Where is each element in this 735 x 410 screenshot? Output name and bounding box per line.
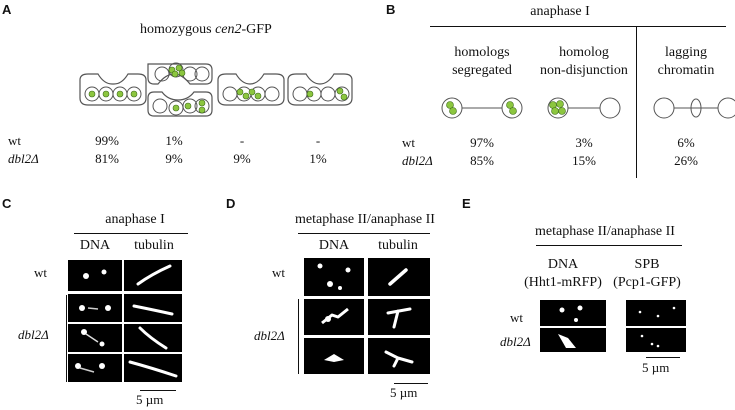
panel-a-mut-value: 81% (95, 151, 119, 166)
panel-b-mut-value: 26% (674, 153, 698, 168)
panel-b-header: anaphase I (530, 4, 590, 19)
panel-c-scale-bar (140, 390, 176, 391)
panel-a-wt-value: - (315, 133, 321, 148)
panel-a-label: A (2, 2, 12, 17)
panel-c-header-rule (74, 233, 188, 234)
micrograph-dna-mut (304, 299, 364, 335)
panel-a-row-wt-label: wt (8, 133, 21, 148)
micrograph-dna-mut (304, 338, 364, 374)
panel-d-header-rule (298, 233, 430, 234)
ascus-outline (147, 91, 213, 117)
micrograph-tubulin-mut (124, 294, 182, 322)
micrograph-dna-wt (68, 260, 122, 291)
panel-b-wt-value: 6% (677, 135, 695, 150)
panel-a-wt-value: 99% (95, 133, 119, 148)
ascus-outline (217, 73, 285, 106)
panel-e-header-rule (536, 245, 682, 246)
panel-e-scale-bar (646, 357, 680, 358)
micrograph-dna-wt (540, 300, 606, 326)
micrograph-dna-wt (304, 258, 364, 296)
panel-d-header: metaphase II/anaphase II (295, 212, 435, 227)
panel-e-row-wt: wt (510, 310, 523, 325)
panel-b-header-rule (430, 26, 726, 27)
panel-b-spindle-diagrams (441, 97, 735, 119)
panel-c-col2: tubulin (134, 238, 174, 253)
micrograph-tubulin-mut (124, 324, 182, 352)
panel-d-group-bracket (298, 299, 299, 374)
panel-d-row-wt: wt (272, 265, 285, 280)
panel-a-mut-value: 9% (233, 151, 251, 166)
panel-e-col1: DNA(Hht1-mRFP) (524, 257, 602, 290)
panel-d-scale-bar (394, 383, 428, 384)
panel-a-row-mut-label: dbl2Δ (8, 151, 39, 166)
panel-c-scale-label: 5 µm (136, 392, 164, 407)
panel-e-header: metaphase II/anaphase II (535, 224, 675, 239)
panel-c-row-wt: wt (34, 265, 47, 280)
micrograph-tubulin-wt (124, 260, 182, 291)
micrograph-tubulin-mut (124, 354, 182, 382)
micrograph-spb-mut (626, 328, 686, 352)
panel-b-mut-value: 85% (470, 153, 494, 168)
panel-c-group-bracket (66, 295, 67, 382)
micrograph-dna-mut (68, 324, 122, 352)
panel-a-title: homozygous cen2-GFP (140, 22, 272, 37)
micrograph-tubulin-wt (368, 258, 430, 296)
panel-d-col1: DNA (318, 238, 350, 253)
panel-a-mut-value: 1% (309, 151, 327, 166)
panel-e-col2: SPB(Pcp1-GFP) (613, 257, 681, 290)
panel-c-header: anaphase I (105, 212, 165, 227)
panel-d-label: D (226, 196, 236, 211)
panel-b-wt-value: 97% (470, 135, 494, 150)
panel-a-mut-value: 9% (165, 151, 183, 166)
micrograph-tubulin-mut (368, 338, 430, 374)
panel-d-scale-label: 5 µm (390, 385, 418, 400)
panel-c-col1: DNA (79, 238, 111, 253)
panel-b-row-mut-label: dbl2Δ (402, 153, 433, 168)
panel-d-row-mut: dbl2Δ (254, 328, 285, 343)
panel-b-divider (636, 26, 637, 178)
panel-a-cell-diagrams (79, 62, 353, 117)
panel-d-col2: tubulin (378, 238, 418, 253)
panel-b-row-wt-label: wt (402, 135, 415, 150)
micrograph-dna-mut (540, 328, 606, 352)
panel-c-label: C (2, 196, 12, 211)
ascus-outline (147, 63, 213, 85)
micrograph-dna-mut (68, 294, 122, 322)
panel-e-label: E (462, 196, 471, 211)
panel-c-row-mut: dbl2Δ (18, 327, 49, 342)
micrograph-spb-wt (626, 300, 686, 326)
panel-a-wt-value: 1% (165, 133, 183, 148)
panel-b-mut-value: 15% (572, 153, 596, 168)
panel-a-wt-value: - (239, 133, 245, 148)
micrograph-dna-mut (68, 354, 122, 382)
ascus-outline (79, 73, 147, 106)
ascus-outline (287, 73, 353, 106)
panel-b-wt-value: 3% (575, 135, 593, 150)
panel-b-label: B (386, 2, 396, 17)
micrograph-tubulin-mut (368, 299, 430, 335)
panel-e-scale-label: 5 µm (642, 360, 670, 375)
panel-e-row-mut: dbl2Δ (500, 334, 531, 349)
